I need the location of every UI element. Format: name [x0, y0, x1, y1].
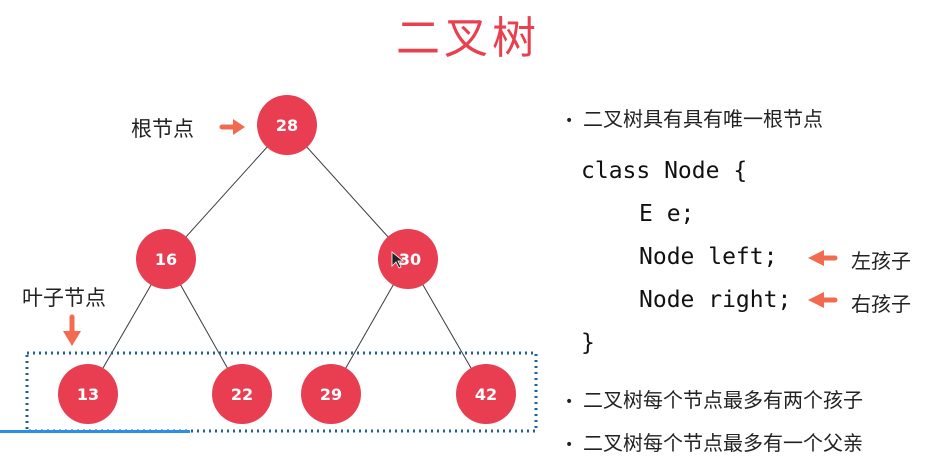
root-label: 根节点	[131, 117, 194, 141]
bullet-text: 二叉树每个节点最多有一个父亲	[583, 431, 863, 455]
bullet-dot: •	[565, 436, 574, 453]
node-value: 28	[276, 116, 298, 135]
right-arrow-icon	[219, 119, 245, 135]
tree-node-30: 30	[378, 229, 438, 289]
bullet-text: 二叉树每个节点最多有两个孩子	[583, 388, 863, 412]
video-progress-bar[interactable]	[0, 430, 190, 433]
left-child-label: 左孩子	[851, 249, 911, 273]
node-value: 30	[399, 250, 421, 269]
tree-node-42: 42	[456, 364, 516, 424]
node-value: 16	[155, 250, 177, 269]
bullet-two-children: • 二叉树每个节点最多有两个孩子	[565, 384, 863, 413]
tree-node-22: 22	[212, 364, 272, 424]
tree-node-13: 13	[58, 364, 118, 424]
bullet-one-parent: • 二叉树每个节点最多有一个父亲	[565, 427, 863, 456]
tree-node-16: 16	[136, 229, 196, 289]
down-arrow-icon	[63, 314, 81, 346]
cursor-icon	[391, 251, 405, 269]
left-arrow-icon	[808, 292, 838, 308]
left-arrow-icon	[808, 250, 838, 266]
code-line-close: }	[581, 330, 595, 356]
node-value: 13	[77, 385, 99, 404]
node-value: 42	[475, 385, 497, 404]
leaf-label: 叶子节点	[22, 286, 106, 310]
bullet-unique-root: • 二叉树具有具有唯一根节点	[565, 103, 823, 132]
bullet-dot: •	[565, 112, 574, 129]
tree-node-29: 29	[301, 364, 361, 424]
edge-28-30	[286, 124, 409, 260]
code-line-right: Node right;	[639, 287, 792, 313]
page-title: 二叉树	[396, 13, 540, 64]
code-line-class: class Node {	[581, 158, 748, 184]
code-line-left: Node left;	[639, 244, 778, 270]
edge-28-16	[165, 124, 288, 260]
node-value: 29	[320, 385, 342, 404]
bullet-dot: •	[565, 393, 574, 410]
code-line-field-e: E e;	[639, 201, 695, 227]
bullet-text: 二叉树具有具有唯一根节点	[583, 107, 823, 131]
leaf-nodes-box	[25, 351, 538, 433]
right-child-label: 右孩子	[851, 292, 911, 316]
node-value: 22	[231, 385, 253, 404]
tree-node-28: 28	[257, 95, 317, 155]
